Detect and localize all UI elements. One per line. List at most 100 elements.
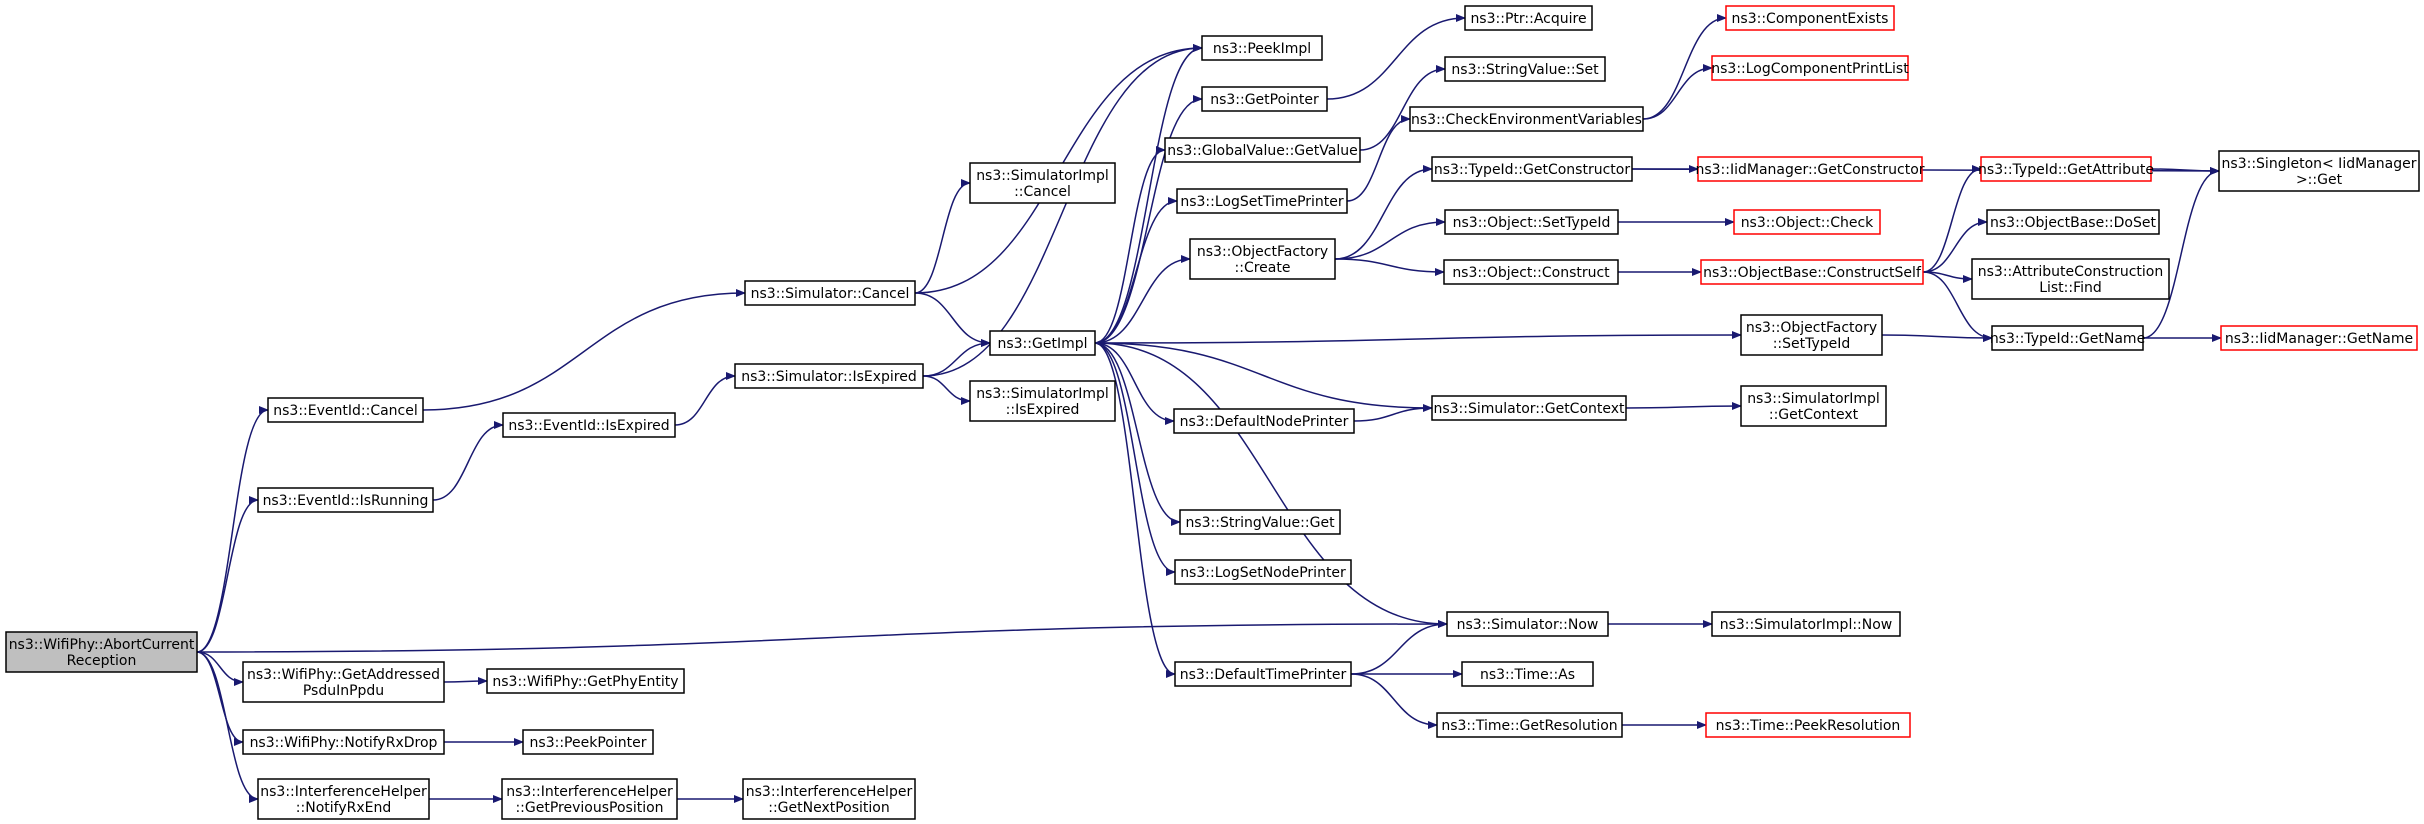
node-defnodeprinter[interactable]: ns3::DefaultNodePrinter <box>1173 408 1355 434</box>
node-iidgetctor[interactable]: ns3::IidManager::GetConstructor <box>1695 156 1925 182</box>
node-label: ::NotifyRxEnd <box>296 800 391 816</box>
node-box <box>1189 238 1336 280</box>
node-simcancel[interactable]: ns3::Simulator::Cancel <box>744 280 916 306</box>
node-iidgetname[interactable]: ns3::IidManager::GetName <box>2220 325 2418 351</box>
node-ihgetnext[interactable]: ns3::InterferenceHelper::GetNextPosition <box>742 778 916 820</box>
node-obdoset[interactable]: ns3::ObjectBase::DoSet <box>1986 209 2160 235</box>
node-box <box>1443 259 1619 285</box>
node-simisexp[interactable]: ns3::Simulator::IsExpired <box>734 363 924 389</box>
node-simimplcancel[interactable]: ns3::SimulatorImpl::Cancel <box>969 162 1116 204</box>
node-gvgetvalue[interactable]: ns3::GlobalValue::GetValue <box>1164 137 1361 163</box>
node-svset[interactable]: ns3::StringValue::Set <box>1444 56 1606 82</box>
node-evcancel[interactable]: ns3::EventId::Cancel <box>267 397 424 423</box>
node-box <box>502 412 676 438</box>
node-label: ns3::Object::Construct <box>1452 265 1610 281</box>
node-timepeekres[interactable]: ns3::Time::PeekResolution <box>1705 712 1911 738</box>
node-label: ns3::GetPointer <box>1210 92 1319 108</box>
node-box <box>1711 55 1909 81</box>
node-tidgetctor[interactable]: ns3::TypeId::GetConstructor <box>1431 156 1633 182</box>
node-box <box>1174 661 1352 687</box>
node-simnow[interactable]: ns3::Simulator::Now <box>1446 611 1609 637</box>
node-ofcreate[interactable]: ns3::ObjectFactory::Create <box>1189 238 1336 280</box>
node-label: ns3::WifiPhy::GetAddressed <box>247 667 440 683</box>
node-simgetctx[interactable]: ns3::Simulator::GetContext <box>1431 395 1627 421</box>
node-objconstruct[interactable]: ns3::Object::Construct <box>1443 259 1619 285</box>
node-checkenv[interactable]: ns3::CheckEnvironmentVariables <box>1409 106 1644 132</box>
node-simimplnow[interactable]: ns3::SimulatorImpl::Now <box>1711 611 1901 637</box>
node-label: ns3::Object::Check <box>1741 215 1874 231</box>
edge-getimpl-to-deftimeprinter <box>1094 342 1176 678</box>
node-notifyrxdrop[interactable]: ns3::WifiPhy::NotifyRxDrop <box>242 729 445 755</box>
node-box <box>1711 611 1901 637</box>
node-box <box>1444 209 1619 235</box>
node-box <box>1700 259 1924 285</box>
node-box <box>742 778 916 820</box>
node-getphyentity[interactable]: ns3::WifiPhy::GetPhyEntity <box>486 668 685 694</box>
node-label: ns3::TypeId::GetName <box>1990 331 2145 347</box>
edge-ofsettid-to-tidgetname <box>1881 333 1993 342</box>
node-box <box>1201 35 1323 61</box>
node-logcomplist[interactable]: ns3::LogComponentPrintList <box>1711 55 1909 81</box>
node-label: ::GetNextPosition <box>768 800 890 816</box>
node-box <box>501 778 678 820</box>
node-evisexp[interactable]: ns3::EventId::IsExpired <box>502 412 676 438</box>
node-label: ns3::SimulatorImpl <box>976 168 1109 184</box>
node-tidgetattr[interactable]: ns3::TypeId::GetAttribute <box>1978 156 2154 182</box>
node-deftimeprinter[interactable]: ns3::DefaultTimePrinter <box>1174 661 1352 687</box>
edge-evisexp-to-simisexp <box>674 372 736 426</box>
node-getpointer[interactable]: ns3::GetPointer <box>1201 86 1328 112</box>
edge-evisrun-to-evisexp <box>432 421 504 501</box>
edge-defnodeprinter-to-simgetctx <box>1353 404 1433 422</box>
node-box <box>734 363 924 389</box>
node-box <box>1740 314 1883 356</box>
node-label: ::GetPreviousPosition <box>515 800 663 816</box>
edge-getimpl-to-defnodeprinter <box>1094 342 1175 425</box>
node-singleton[interactable]: ns3::Singleton< IidManager>::Get <box>2218 150 2420 192</box>
node-label: ns3::Simulator::IsExpired <box>741 369 917 385</box>
node-box <box>989 330 1096 356</box>
node-label: ::GetContext <box>1769 407 1859 423</box>
node-label: ns3::StringValue::Get <box>1185 515 1335 531</box>
node-label: ns3::Simulator::GetContext <box>1433 401 1625 417</box>
node-box <box>1725 5 1895 31</box>
node-svget[interactable]: ns3::StringValue::Get <box>1179 509 1341 535</box>
node-peekpointer[interactable]: ns3::PeekPointer <box>522 729 654 755</box>
node-ptracquire[interactable]: ns3::Ptr::Acquire <box>1464 5 1593 31</box>
node-box <box>5 631 198 673</box>
node-label: ns3::ObjectBase::ConstructSelf <box>1703 265 1922 281</box>
node-getimpl[interactable]: ns3::GetImpl <box>989 330 1096 356</box>
node-label: ::Create <box>1235 260 1291 276</box>
node-box <box>257 778 430 820</box>
node-obconstructself[interactable]: ns3::ObjectBase::ConstructSelf <box>1700 259 1924 285</box>
node-peekimpl[interactable]: ns3::PeekImpl <box>1201 35 1323 61</box>
node-logsetnode[interactable]: ns3::LogSetNodePrinter <box>1174 559 1352 585</box>
node-box <box>1733 209 1881 235</box>
node-box <box>1991 325 2144 351</box>
node-simimplgetctx[interactable]: ns3::SimulatorImpl::GetContext <box>1740 385 1887 427</box>
edge-gvgetvalue-to-svset <box>1359 65 1446 151</box>
node-ihgetprev[interactable]: ns3::InterferenceHelper::GetPreviousPosi… <box>501 778 678 820</box>
node-simimplisexp[interactable]: ns3::SimulatorImpl::IsExpired <box>969 380 1116 422</box>
node-ihnotifyrxend[interactable]: ns3::InterferenceHelper::NotifyRxEnd <box>257 778 430 820</box>
node-objcheck[interactable]: ns3::Object::Check <box>1733 209 1881 235</box>
node-logsettime[interactable]: ns3::LogSetTimePrinter <box>1176 188 1348 214</box>
node-ofsettid[interactable]: ns3::ObjectFactory::SetTypeId <box>1740 314 1883 356</box>
node-label: ns3::Time::PeekResolution <box>1716 718 1901 734</box>
node-label: ns3::InterferenceHelper <box>506 784 673 800</box>
edge-checkenv-to-compexists <box>1642 14 1727 120</box>
node-tidgetname[interactable]: ns3::TypeId::GetName <box>1990 325 2145 351</box>
node-box <box>1164 137 1361 163</box>
node-label: ns3::Time::GetResolution <box>1441 718 1617 734</box>
node-evisrun[interactable]: ns3::EventId::IsRunning <box>257 487 434 513</box>
node-timegetres[interactable]: ns3::Time::GetResolution <box>1436 712 1623 738</box>
node-objsettid[interactable]: ns3::Object::SetTypeId <box>1444 209 1619 235</box>
node-label: ns3::AttributeConstruction <box>1978 264 2163 280</box>
node-timeas[interactable]: ns3::Time::As <box>1461 661 1594 687</box>
node-compexists[interactable]: ns3::ComponentExists <box>1725 5 1895 31</box>
node-label: PsduInPpdu <box>303 683 384 699</box>
node-label: ns3::StringValue::Set <box>1451 62 1599 78</box>
node-label: ns3::TypeId::GetConstructor <box>1434 162 1630 178</box>
